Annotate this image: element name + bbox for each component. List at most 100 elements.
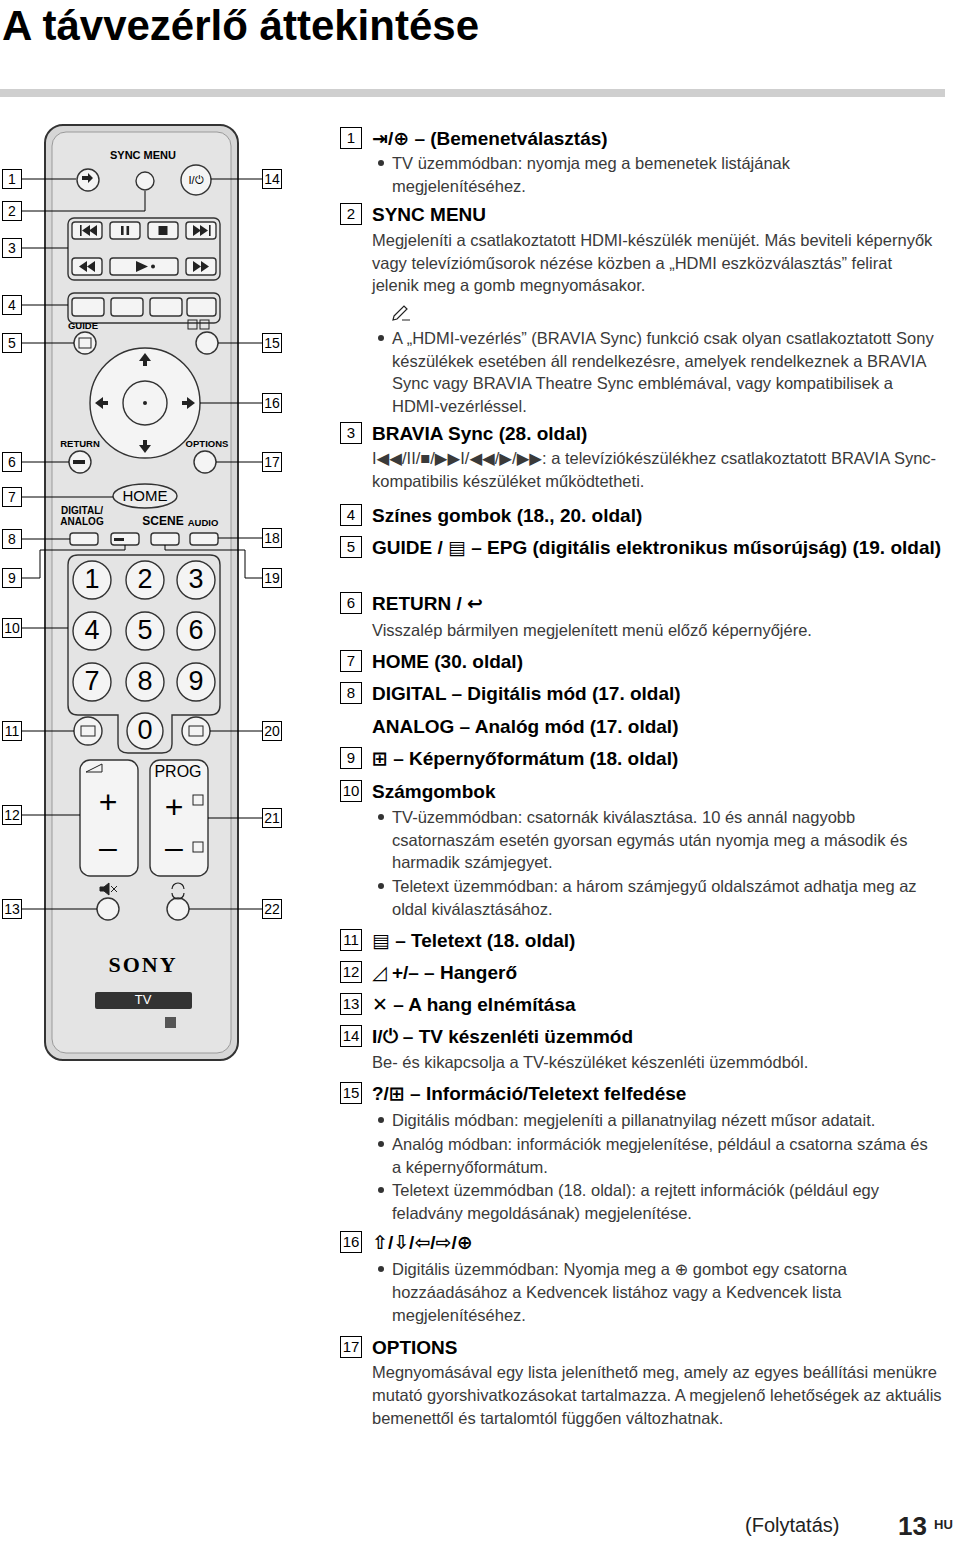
leader-line — [22, 545, 125, 578]
callout-number: 19 — [262, 568, 282, 588]
entry-heading: SYNC MENU — [372, 203, 942, 227]
remote-button — [177, 612, 215, 650]
callout-number: 2 — [340, 203, 362, 225]
callout-number: 6 — [340, 592, 362, 614]
remote-button — [69, 451, 91, 473]
entry-text: I◀◀/II/■/▶▶I/◀◀/▶/▶▶: a televíziókészülé… — [372, 447, 942, 492]
button-symbol — [139, 440, 151, 453]
leader-line — [22, 305, 68, 306]
remote-button — [177, 561, 215, 599]
remote-button — [126, 663, 164, 701]
callout-number: 20 — [262, 721, 282, 741]
page-footer: (Folytatás) — [745, 1514, 839, 1537]
callout-number: 3 — [2, 238, 22, 258]
callout-number: 13 — [340, 993, 362, 1015]
remote-button — [110, 222, 140, 239]
button-label: 8 — [137, 667, 152, 697]
callout-number: 10 — [2, 618, 22, 638]
leader-line — [22, 191, 145, 211]
remote-button — [68, 218, 220, 280]
leader-line — [22, 497, 113, 498]
entry-heading: RETURN / ↩ — [372, 592, 942, 616]
remote-button — [126, 612, 164, 650]
bullet-text: A „HDMI-vezérlés” (BRAVIA Sync) funkció … — [392, 327, 940, 418]
remote-button — [72, 222, 102, 239]
bullet-text: Analóg módban: információk megjelenítése… — [392, 1133, 940, 1178]
callout-number: 9 — [340, 747, 362, 769]
remote-button — [70, 533, 98, 545]
remote-button — [126, 561, 164, 599]
entry-heading: Színes gombok (18., 20. oldal) — [372, 504, 942, 528]
remote-body — [45, 125, 238, 1060]
button-label: SYNC MENU — [110, 149, 176, 161]
button-label: SCENE — [142, 515, 183, 528]
entry-text: Megnyomásával egy lista jeleníthető meg,… — [372, 1361, 942, 1429]
bullet-dot — [378, 335, 384, 341]
callout-number: 12 — [2, 805, 22, 825]
remote-button — [181, 165, 211, 195]
button-symbol — [193, 225, 211, 236]
button-symbol — [143, 401, 147, 405]
callout-number: 8 — [2, 529, 22, 549]
callout-number: 14 — [262, 169, 282, 189]
leader-line — [22, 628, 68, 629]
remote-button — [97, 898, 119, 920]
remote-body — [52, 132, 231, 1053]
remote-button — [194, 451, 216, 473]
button-symbol — [188, 320, 197, 329]
remote-button — [127, 713, 163, 749]
leader-line — [22, 179, 262, 909]
bullet-dot — [378, 814, 384, 820]
remote-button — [182, 717, 210, 745]
callout-number: 4 — [340, 504, 362, 526]
button-label: I/⏻ — [188, 174, 203, 186]
bullet-dot — [378, 1117, 384, 1123]
callout-number: 17 — [340, 1336, 362, 1358]
bullet-dot — [378, 160, 384, 166]
button-symbol — [73, 460, 85, 464]
page-footer: 13 — [898, 1511, 927, 1542]
callout-number: 16 — [340, 1231, 362, 1253]
entry-heading: Számgombok — [372, 780, 942, 804]
callout-number: 2 — [2, 201, 22, 221]
callout-number: 11 — [2, 721, 22, 741]
callout-number: 7 — [340, 650, 362, 672]
button-symbol — [121, 226, 124, 235]
button-label: OPTIONS — [186, 439, 229, 449]
callout-number: 15 — [340, 1082, 362, 1104]
button-symbol — [193, 261, 209, 272]
callout-number: 13 — [2, 899, 22, 919]
bullet-text: TV-üzemmódban: csatornák kiválasztása. 1… — [392, 806, 940, 874]
remote-button — [74, 332, 96, 354]
entry-heading: OPTIONS — [372, 1336, 942, 1360]
leader-line — [189, 909, 262, 910]
entry-heading: BRAVIA Sync (28. oldal) — [372, 422, 942, 446]
entry-heading: ⇧/⇩/⇦/⇨/⊕ — [372, 1231, 942, 1255]
leader-line — [211, 179, 262, 180]
remote-button — [167, 898, 189, 920]
remote-body — [45, 125, 238, 1060]
button-label: 0 — [137, 716, 152, 746]
bullet-text: Teletext üzemmódban: a három számjegyű o… — [392, 875, 940, 920]
callout-number: 18 — [262, 528, 282, 548]
leader-line — [22, 815, 80, 816]
remote-button — [77, 169, 99, 191]
callout-number: 10 — [340, 780, 362, 802]
button-label: DIGITAL/ ANALOG — [53, 505, 111, 527]
entry-text: Megjeleníti a csatlakoztatott HDMI-készü… — [372, 229, 942, 297]
entry-heading: ▤ – Teletext (18. oldal) — [372, 929, 942, 953]
remote-button — [186, 258, 216, 275]
button-label: HOME — [123, 488, 168, 505]
remote-button — [190, 533, 218, 545]
note-icon — [393, 306, 410, 320]
callout-number: 22 — [262, 899, 282, 919]
remote-button — [150, 298, 182, 316]
callout-number: 6 — [2, 452, 22, 472]
page-footer: HU — [934, 1517, 953, 1532]
callout-number: 15 — [262, 333, 282, 353]
button-symbol — [159, 226, 168, 235]
button-symbol — [79, 338, 91, 348]
leader-line — [22, 539, 70, 540]
button-symbol — [79, 261, 95, 272]
